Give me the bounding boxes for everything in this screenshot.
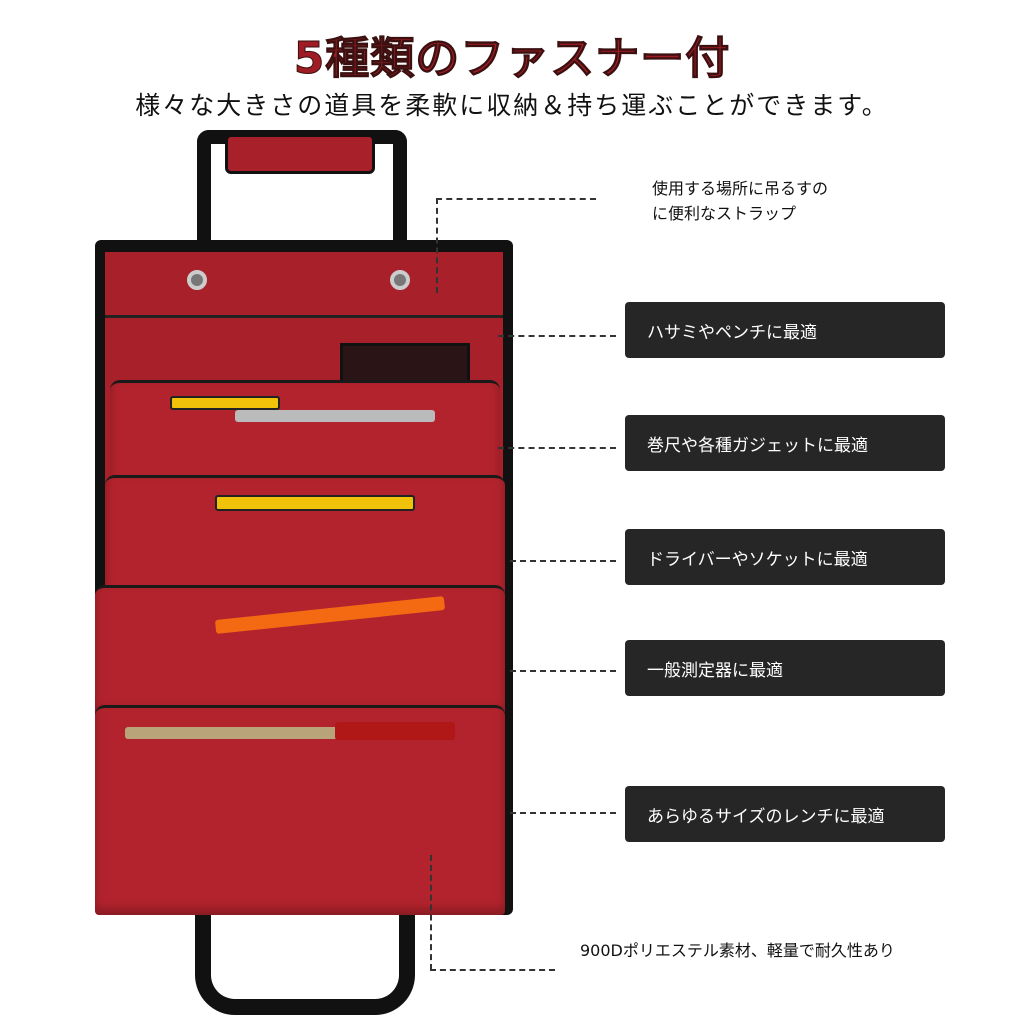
callout-pocket-4: 一般測定器に最適 <box>625 640 945 696</box>
callout-material: 900Dポリエステル素材、軽量で耐久性あり <box>580 941 895 960</box>
leader-line <box>510 560 616 562</box>
leader-line <box>498 335 616 337</box>
subheadline: 様々な大きさの道具を柔軟に収納＆持ち運ぶことができます。 <box>135 91 889 120</box>
bottom-handle <box>195 910 415 1015</box>
callout-strap-line1: 使用する場所に吊るすの <box>652 179 829 198</box>
handle-grip <box>225 134 375 174</box>
leader-line <box>510 670 616 672</box>
callout-pocket-1: ハサミやペンチに最適 <box>625 302 945 358</box>
leader-line <box>436 198 596 200</box>
leader-line <box>430 969 555 971</box>
leader-line <box>430 855 432 970</box>
headline: 5種類のファスナー付 <box>293 33 731 85</box>
tool-roll-bag-image <box>85 130 555 1020</box>
callout-pocket-2: 巻尺や各種ガジェットに最適 <box>625 415 945 471</box>
grommet <box>187 270 207 290</box>
callout-strap-line2: に便利なストラップ <box>652 204 797 223</box>
leader-line <box>498 447 616 449</box>
callout-pocket-5: あらゆるサイズのレンチに最適 <box>625 786 945 842</box>
zipper <box>105 315 503 318</box>
callout-pocket-3: ドライバーやソケットに最適 <box>625 529 945 585</box>
leader-line <box>436 198 438 293</box>
callout-strap: 使用する場所に吊るすの に便利なストラップ <box>652 176 828 226</box>
grommet <box>390 270 410 290</box>
leader-line <box>510 812 616 814</box>
